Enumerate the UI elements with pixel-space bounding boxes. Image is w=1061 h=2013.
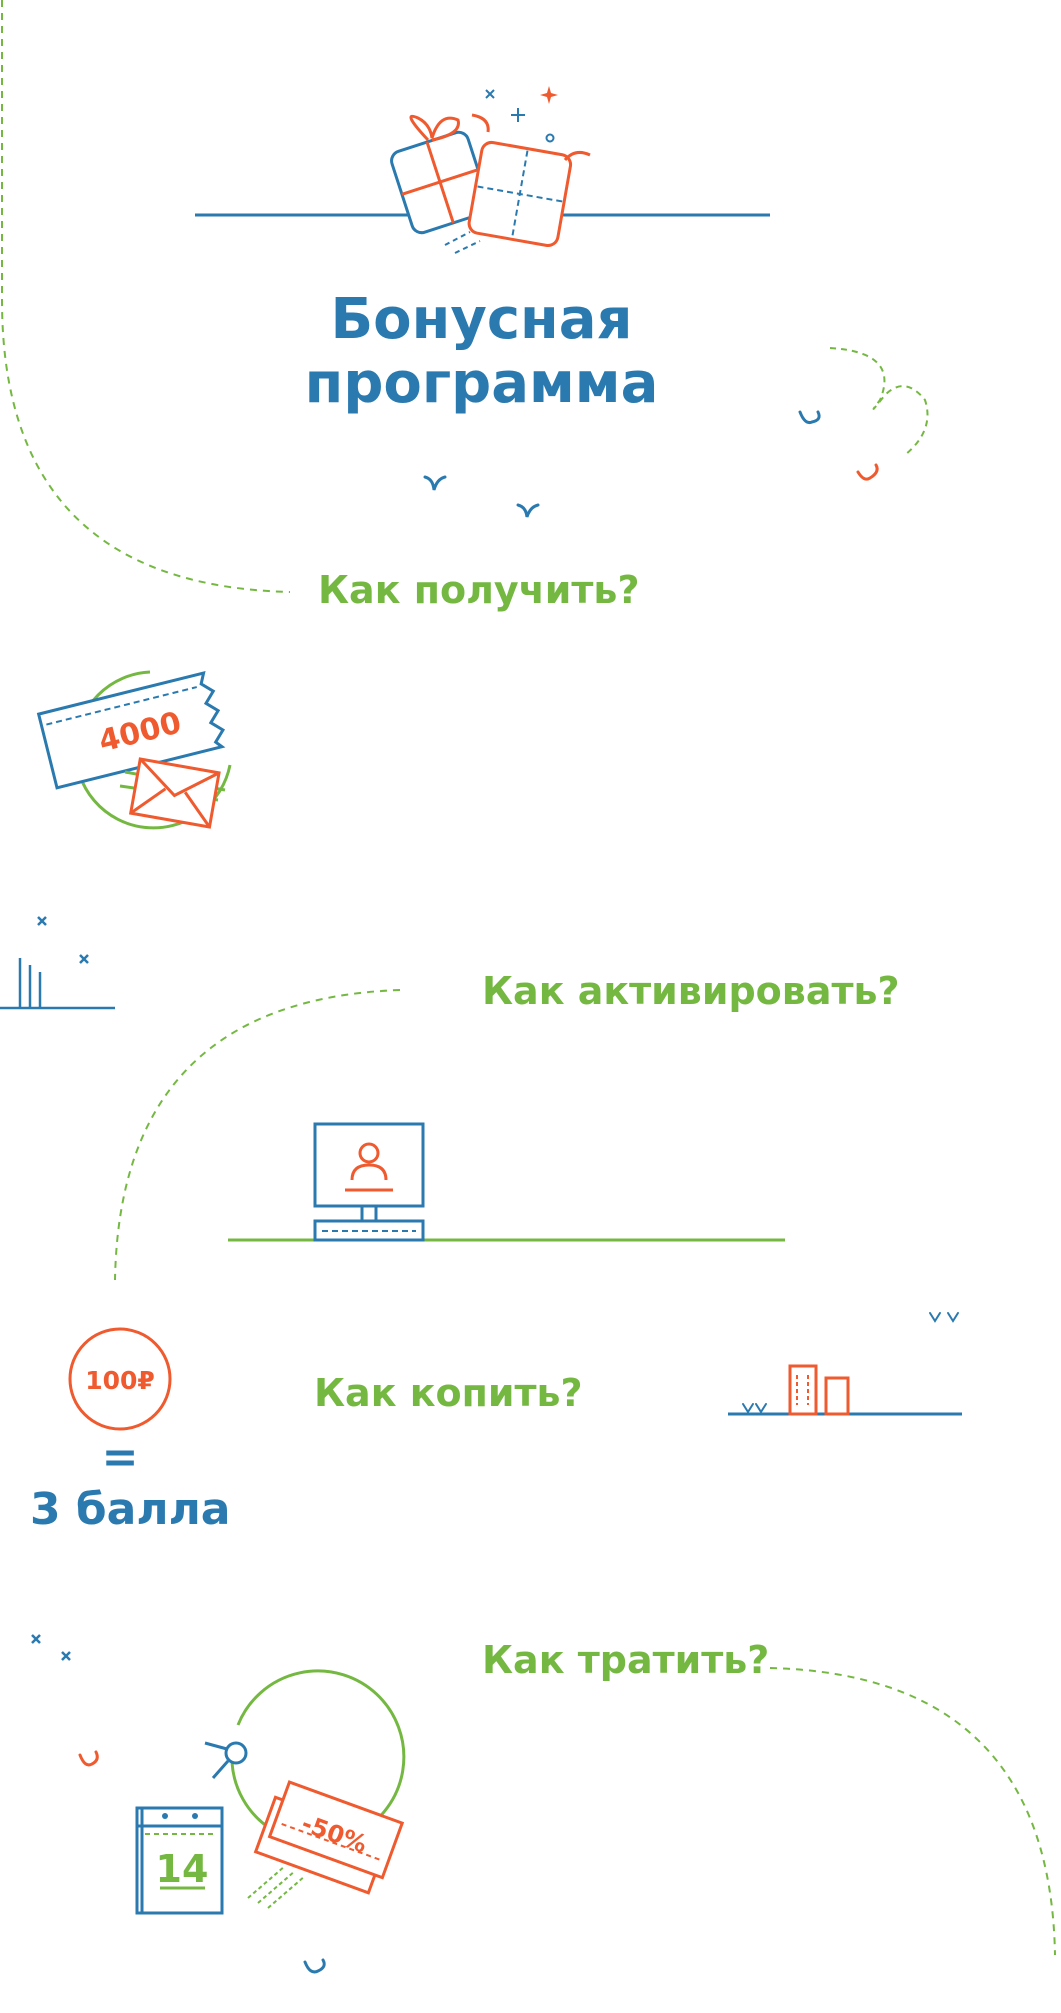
section-heading-spend: Как тратить? [482, 1638, 770, 1682]
computer-profile-icon [228, 1122, 785, 1242]
page-title-line2: программа [304, 351, 659, 416]
coin-value: 100₽ [85, 1366, 155, 1395]
gift-boxes-icon [195, 113, 770, 254]
star-icon [540, 86, 558, 104]
bird-icons [423, 475, 540, 518]
calendar-day: 14 [156, 1847, 209, 1891]
gift-card-envelope-icon [36, 670, 232, 830]
swirl-decoration [829, 347, 929, 456]
section-heading-activate: Как активировать? [482, 969, 900, 1013]
equals-sign: = [101, 1432, 139, 1483]
page-title: Бонусная программа [0, 288, 963, 416]
page-title-line1: Бонусная [330, 287, 633, 352]
section-heading-get: Как получить? [318, 568, 640, 612]
heart-icons [78, 410, 879, 1974]
cross-decoration [31, 1634, 71, 1661]
dashed-guide-top-left [1, 0, 291, 593]
sparkle-icons [485, 89, 555, 143]
dashed-guide-spend [769, 1667, 1056, 1956]
points-value: 3 балла [30, 1484, 231, 1535]
city-buildings-icon [728, 1312, 962, 1416]
calendar-coupon-icon [135, 1669, 406, 1915]
ground-line-decoration [0, 916, 115, 1010]
section-heading-save: Как копить? [314, 1371, 583, 1415]
coin-icon [68, 1327, 172, 1431]
